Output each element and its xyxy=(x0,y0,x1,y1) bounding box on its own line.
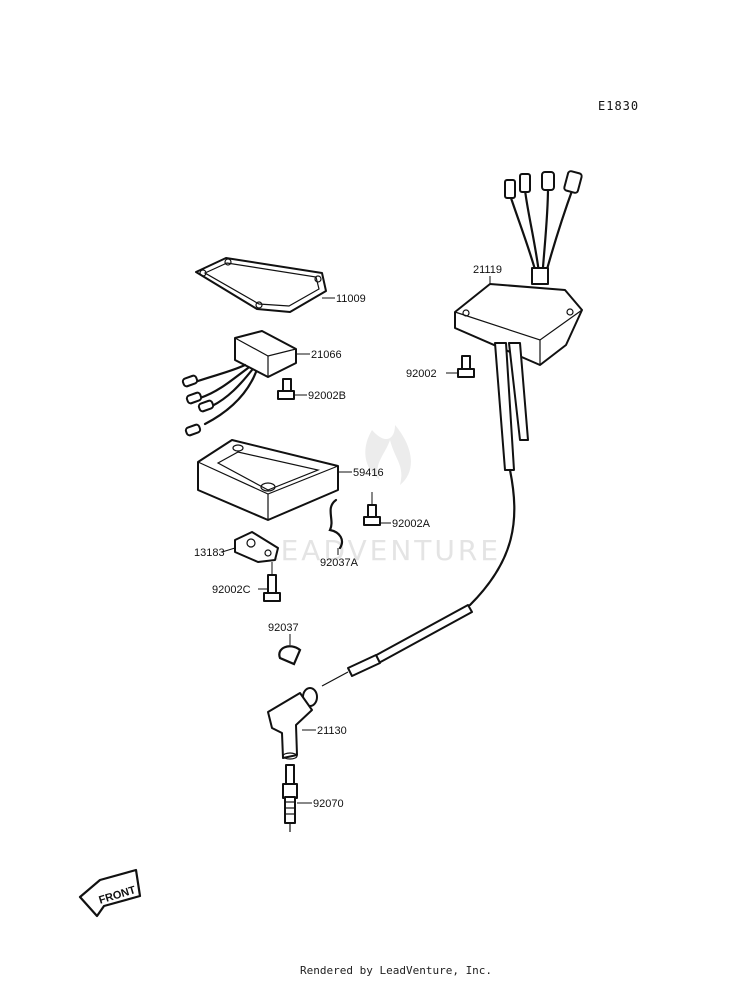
part-label-21130: 21130 xyxy=(317,725,347,737)
bolt-part-92002b xyxy=(277,378,307,400)
bolt-part-92002a xyxy=(363,492,391,526)
part-label-92002c: 92002C xyxy=(212,584,251,596)
part-label-21119: 21119 xyxy=(473,264,502,276)
footer-credit: Rendered by LeadVenture, Inc. xyxy=(300,964,492,977)
ignition-cable-part xyxy=(321,468,516,687)
part-label-59416: 59416 xyxy=(353,467,384,479)
part-label-13183: 13183 xyxy=(194,547,225,559)
regulator-part xyxy=(181,330,310,437)
watermark: LEADVENTURE xyxy=(262,425,501,567)
plug-cap-part xyxy=(267,687,318,760)
part-label-92037: 92037 xyxy=(268,622,299,634)
bolt-part-92002c xyxy=(258,562,281,602)
part-label-21066: 21066 xyxy=(311,349,342,361)
cdi-unit-part xyxy=(454,170,583,471)
plate-part xyxy=(221,531,279,563)
watermark-text: LEADVENTURE xyxy=(262,534,501,567)
diagram-code: E1830 xyxy=(598,99,639,113)
bracket-part xyxy=(197,439,352,521)
bolt-part-92002 xyxy=(446,355,475,378)
part-label-92002: 92002 xyxy=(406,368,437,380)
part-label-92070: 92070 xyxy=(313,798,344,810)
clip-part-92037 xyxy=(278,634,302,666)
front-arrow-icon: FRONT xyxy=(78,868,142,918)
part-label-11009: 11009 xyxy=(336,293,366,305)
gasket-part xyxy=(195,257,335,313)
part-label-92002b: 92002B xyxy=(308,390,346,402)
part-label-92037a: 92037A xyxy=(320,557,359,569)
part-label-92002a: 92002A xyxy=(392,518,431,530)
spark-plug-part xyxy=(282,764,312,832)
clip-part-92037a xyxy=(328,498,344,555)
